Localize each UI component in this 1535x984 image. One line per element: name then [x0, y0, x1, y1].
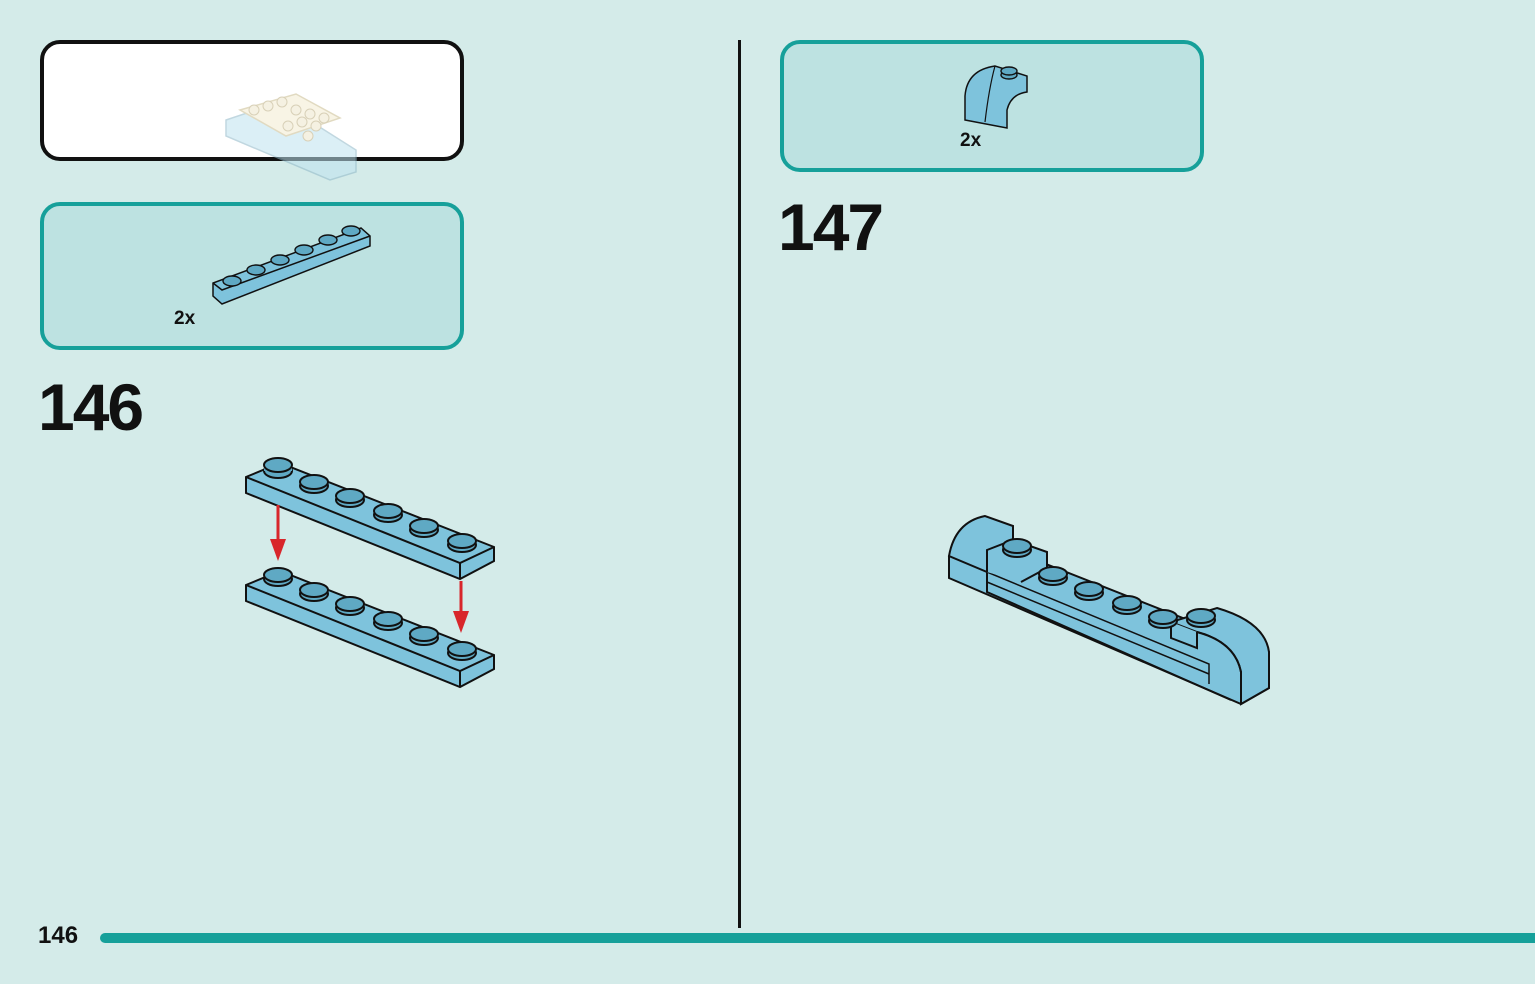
curved-slope-icon [964, 65, 1028, 129]
parts-quantity: 2x [960, 130, 982, 151]
step-number: 147 [778, 190, 884, 264]
plate-1x6-icon [212, 225, 371, 305]
assembled-bar-icon [947, 514, 1270, 706]
assembly-preview-panel [40, 40, 464, 181]
parts-quantity: 2x [174, 308, 196, 329]
page-footer-bar [100, 933, 1535, 943]
page-number: 146 [38, 922, 79, 949]
stack-plates-arrows-icon [245, 457, 495, 689]
parts-callout-147: 2x [780, 40, 1204, 172]
step-number: 146 [38, 370, 144, 444]
parts-callout-146: 2x [40, 202, 464, 350]
column-divider [738, 40, 741, 928]
assembly-preview-icon [225, 93, 357, 181]
